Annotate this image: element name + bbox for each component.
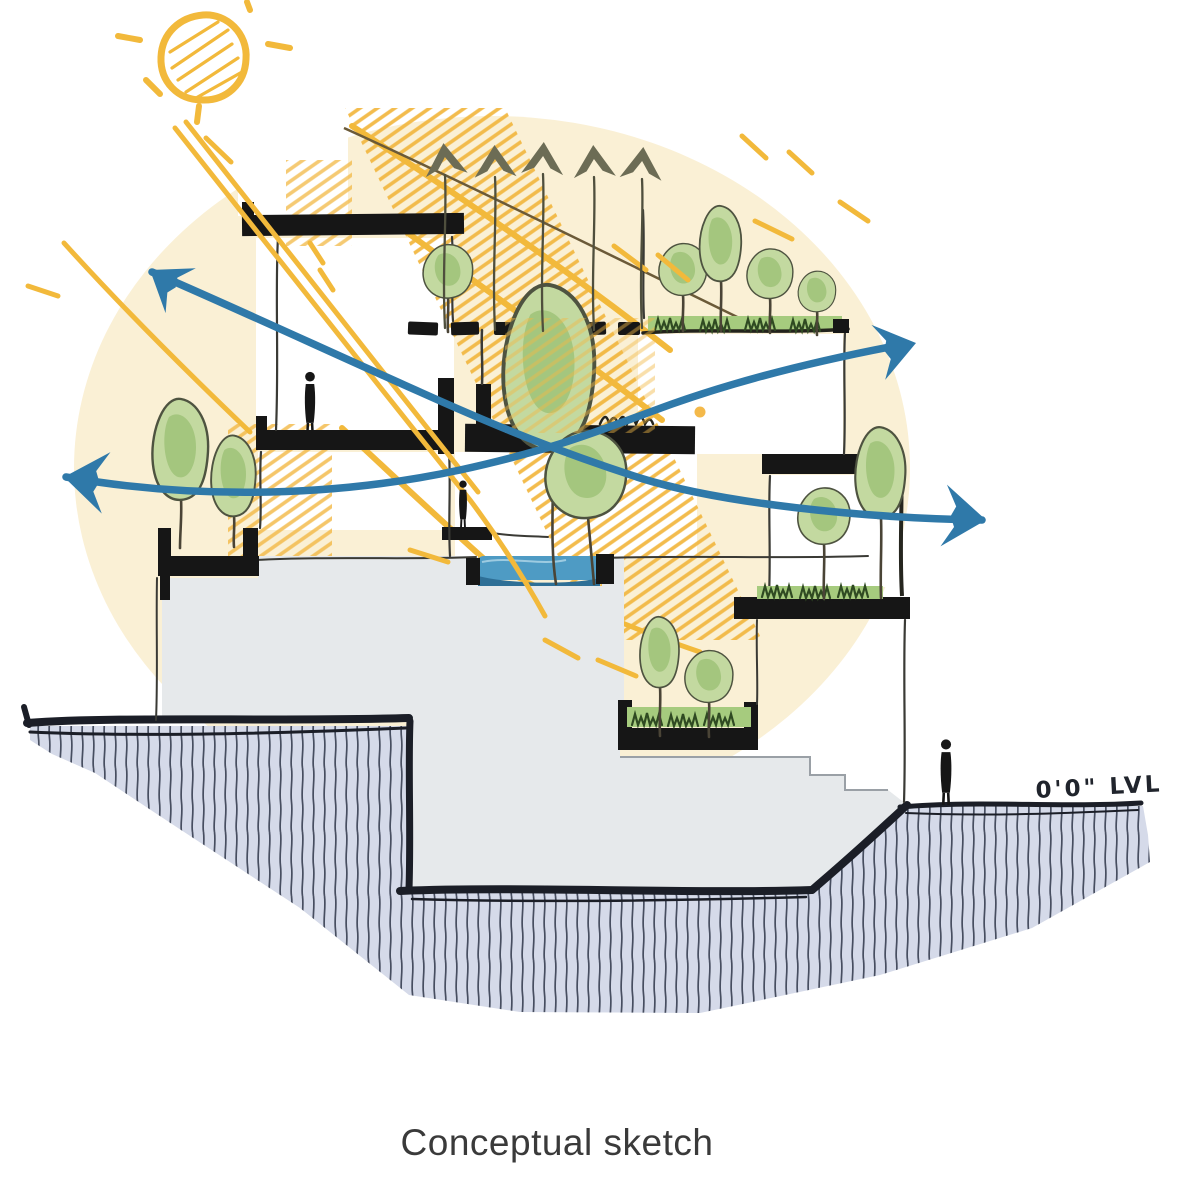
tree-icon — [796, 487, 851, 601]
tree-icon — [797, 270, 837, 337]
building-mass — [162, 555, 906, 890]
tree-icon — [544, 429, 628, 586]
ground-line-right — [897, 800, 1144, 810]
landing-slab — [442, 527, 492, 540]
basement-floor — [396, 885, 816, 896]
tree-icon — [422, 243, 474, 334]
tree-icon — [151, 397, 210, 550]
tree-icon — [684, 649, 734, 739]
ground-line-left — [23, 714, 413, 727]
roof-slope-line — [343, 126, 769, 334]
ventilation-arrows — [422, 140, 665, 333]
wind-flow-arrows — [59, 247, 990, 551]
sun-icon — [115, 0, 293, 125]
level-label: 0'0" LVL — [1035, 771, 1163, 804]
caption: Conceptual sketch — [400, 1122, 714, 1163]
bracket-slab-lower-left — [158, 528, 259, 600]
terrace-steps — [620, 756, 888, 791]
tree-icon — [854, 426, 907, 600]
tree-icon — [746, 248, 794, 335]
ground-section — [21, 704, 1150, 1013]
green-strip-planter — [627, 707, 751, 728]
ground-slope — [808, 801, 911, 894]
green-strip-right-room — [757, 583, 883, 600]
tree-icon — [698, 204, 743, 333]
sun-rays-short — [115, 0, 293, 125]
trees — [151, 204, 907, 739]
basement-wall — [405, 717, 414, 893]
room-slab-right — [734, 454, 910, 619]
green-roof-garden — [641, 316, 850, 335]
wind-arrow — [148, 268, 986, 524]
hatch-over-canopy — [505, 318, 655, 433]
tree-icon — [658, 242, 708, 333]
sun-dashes — [25, 133, 871, 679]
tree-icon — [639, 615, 680, 738]
sun-rays-long — [61, 119, 548, 619]
person-icon — [939, 738, 953, 807]
water-pond — [466, 554, 614, 586]
floor-slab-left — [256, 378, 454, 454]
tree-icon — [210, 434, 257, 549]
